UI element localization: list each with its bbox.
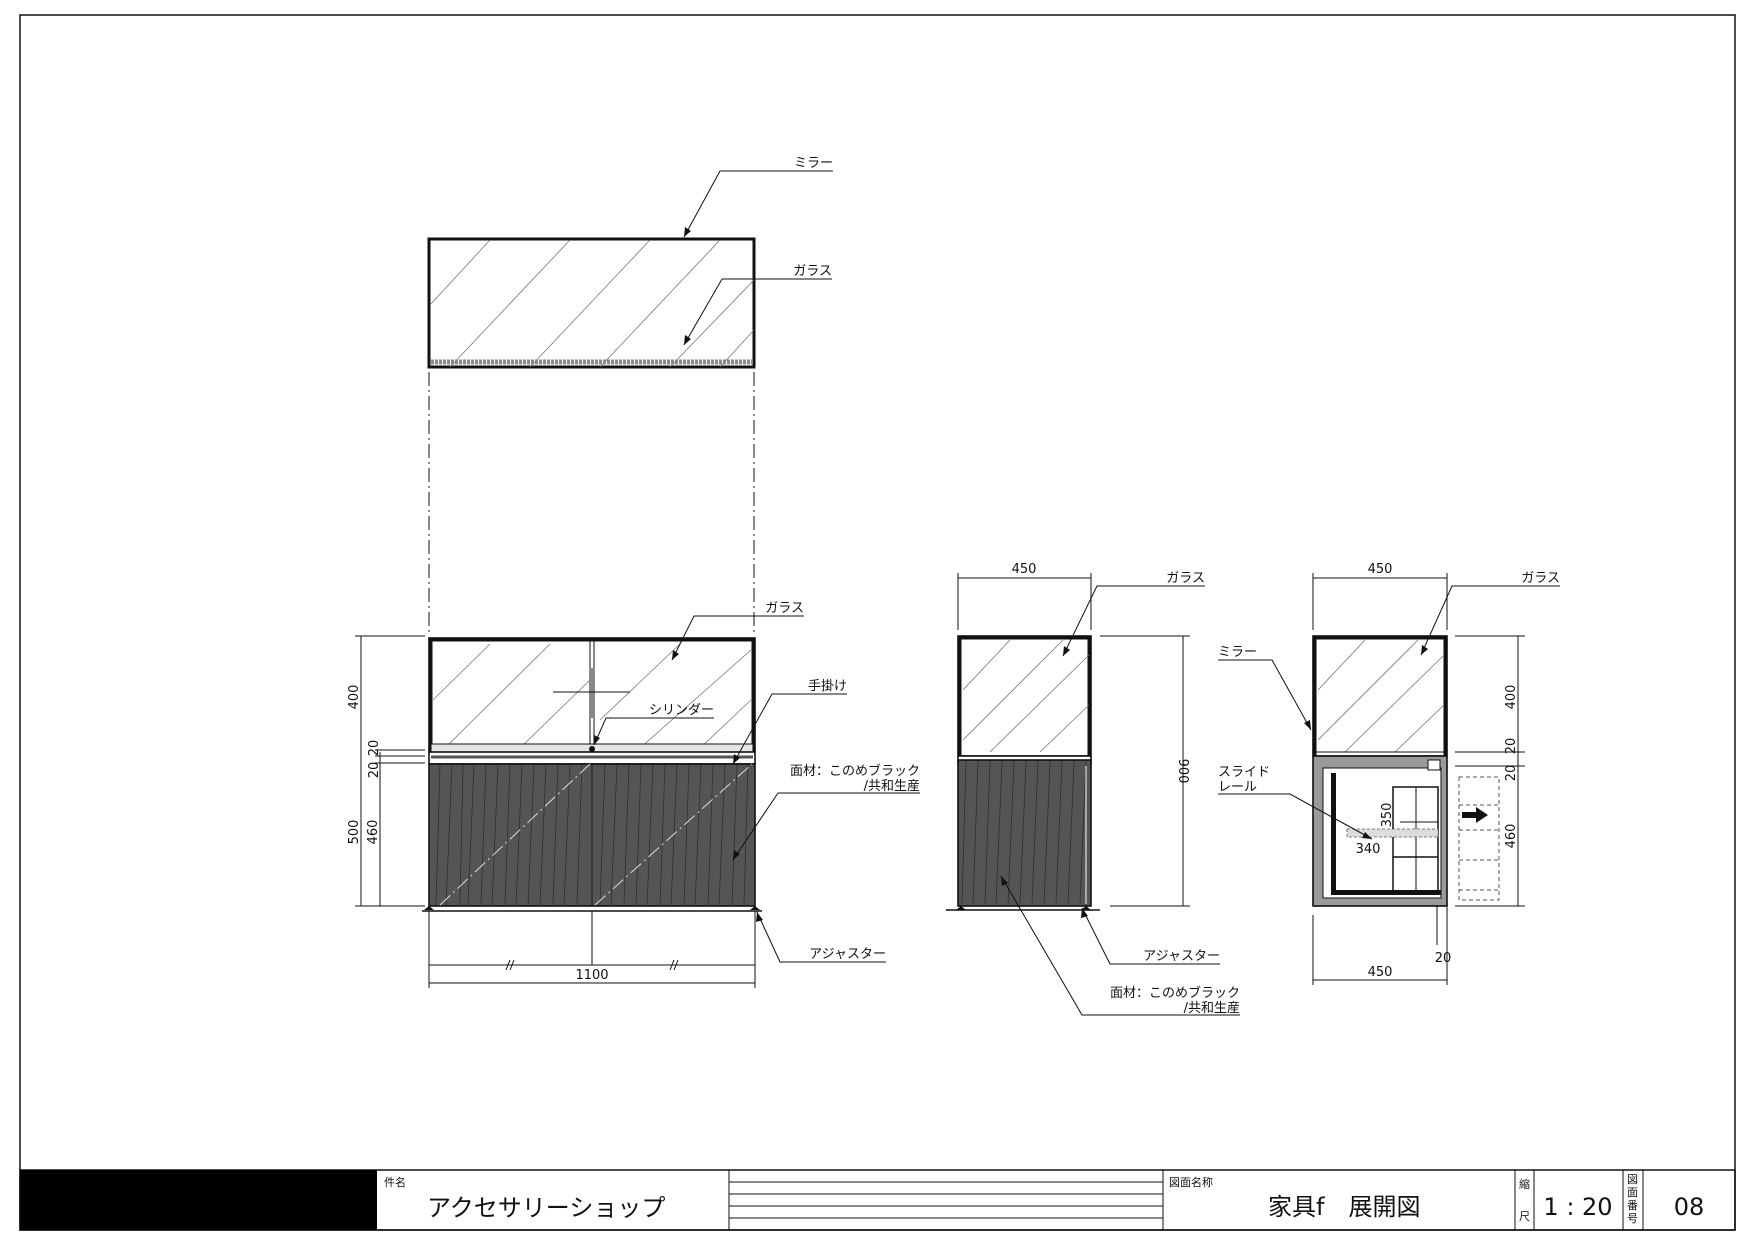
front-elevation: 1100 400 20 20 500 460 ミラー ガラス (347, 156, 920, 988)
front-height-dimensions: 400 20 20 500 460 (347, 635, 425, 907)
section-dimensions: 450 450 20 400 20 20 460 350 340 (1312, 562, 1525, 985)
section-leaders: ガラス ミラー スライド レール (1218, 571, 1560, 840)
front-adjuster-label: アジャスター (809, 947, 886, 962)
project-caption: 件名 (384, 1175, 406, 1189)
side-finish-label-2: /共和生産 (1184, 1000, 1240, 1016)
side-finish-label-1: 面材：このめブラック (1110, 985, 1240, 1001)
side-glass-label: ガラス (1166, 571, 1205, 586)
number-caption-3: 番 (1627, 1199, 1638, 1212)
front-lower-total-dim: 500 (347, 820, 362, 845)
front-glass-label: ガラス (765, 601, 804, 616)
front-finish-label-1: 面材：このめブラック (790, 763, 920, 779)
title-block: 件名 アクセサリーショップ 図面名称 家具f 展開図 縮 尺 1 : 20 図 … (19, 1169, 1736, 1231)
scale-caption-2: 尺 (1519, 1210, 1530, 1223)
front-width-dimension: 1100 (428, 911, 756, 988)
cylinder-lock-icon (589, 746, 595, 752)
front-leaders: ミラー ガラス ガラス シリンダー 手掛け 面材：このめブラック /共和生産 ア… (593, 156, 920, 963)
side-height-dim: 900 (1175, 759, 1190, 784)
front-glass-hatch (433, 644, 751, 748)
side-adjuster-label: アジャスター (1143, 949, 1220, 964)
section-width-top-dim: 450 (1368, 562, 1393, 577)
front-lower-cabinet (424, 763, 760, 910)
front-lower-dim: 460 (366, 820, 381, 845)
section-upper-dim: 400 (1504, 685, 1519, 710)
side-leaders: ガラス アジャスター 面材：このめブラック /共和生産 (1000, 571, 1240, 1016)
slide-rail-label-2: レール (1218, 780, 1257, 795)
mirror-glass-label: ガラス (793, 264, 832, 279)
drawing-name: 家具f 展開図 (1268, 1193, 1420, 1221)
section-gap2-dim: 20 (1504, 765, 1519, 782)
scale-caption-1: 縮 (1519, 1177, 1530, 1191)
front-glass-case (428, 637, 756, 765)
side-glass-hatch (963, 640, 1089, 752)
mirror-panel (427, 237, 756, 369)
front-gap1-dim: 20 (367, 740, 382, 757)
cylinder-label: シリンダー (649, 703, 714, 718)
section-width-bottom-dim: 450 (1368, 965, 1393, 980)
section-glass-hatch (1318, 640, 1444, 752)
slide-rail-label-1: スライド (1218, 765, 1270, 780)
sheet-border (19, 14, 1736, 1231)
drawing-caption: 図面名称 (1169, 1175, 1213, 1189)
section-foot-dim: 20 (1435, 951, 1452, 966)
title-block-black-band (20, 1170, 377, 1230)
drawer-height-dim: 350 (1380, 803, 1395, 828)
side-dimensions: 450 900 (957, 562, 1190, 907)
front-upper-dim: 400 (347, 685, 362, 710)
section-lower-dim: 460 (1504, 824, 1519, 849)
number-caption-4: 号 (1627, 1212, 1638, 1225)
number-caption-2: 面 (1627, 1186, 1638, 1199)
side-elevation: 450 900 ガラス アジャスター 面材：このめブラック /共和生産 (946, 562, 1240, 1016)
drawer-depth-dim: 340 (1356, 842, 1381, 857)
section-view: 450 450 20 400 20 20 460 350 340 ガラス (1218, 562, 1560, 985)
front-width-label: 1100 (575, 968, 608, 983)
front-gap2-dim: 20 (367, 762, 382, 779)
number-caption-1: 図 (1627, 1173, 1638, 1186)
side-width-dim: 450 (1012, 562, 1037, 577)
project-name: アクセサリーショップ (427, 1194, 665, 1222)
scale-value: 1 : 20 (1543, 1193, 1612, 1221)
front-finish-label-2: /共和生産 (864, 778, 920, 794)
section-mirror-label: ミラー (1218, 645, 1257, 660)
handle-label: 手掛け (808, 679, 847, 694)
mirror-label: ミラー (794, 156, 833, 171)
section-glass-label: ガラス (1521, 571, 1560, 586)
mirror-hatch (429, 239, 754, 367)
drawing-number: 08 (1674, 1193, 1705, 1221)
section-gap1-dim: 20 (1504, 738, 1519, 755)
